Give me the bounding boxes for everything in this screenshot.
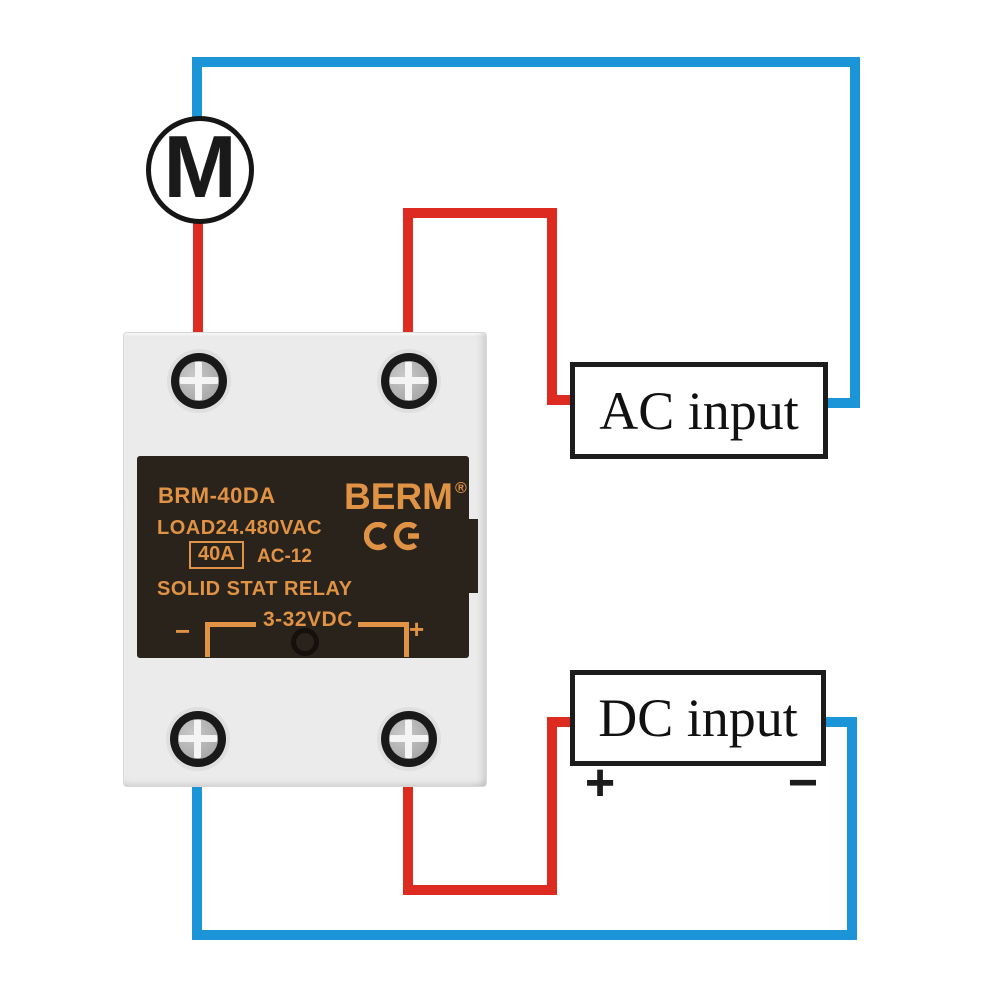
ac-input-box: AC input xyxy=(570,362,828,459)
screw-terminal-top-right-icon xyxy=(381,353,437,409)
wire-blue-ac-entry xyxy=(824,398,860,408)
brand-name: BERM xyxy=(344,476,453,517)
utilization-code: AC-12 xyxy=(257,546,312,567)
registered-trademark-icon: ® xyxy=(454,480,467,497)
screw-terminal-bottom-left-icon xyxy=(170,711,226,767)
wire-red-dc-entry xyxy=(547,717,577,727)
label-plate-side-tab xyxy=(468,519,478,593)
ce-mark-icon xyxy=(364,522,419,551)
screw-head-icon xyxy=(389,361,429,401)
wire-blue-bottom-horizontal xyxy=(192,930,857,940)
screw-terminal-top-left-icon xyxy=(171,353,227,409)
wire-red-top-horizontal xyxy=(403,208,557,218)
dc-positive-sign: + xyxy=(584,754,616,812)
control-terminal-bracket-right-icon xyxy=(358,622,409,657)
label-plate-left-notch xyxy=(124,497,137,526)
control-plus-sign: + xyxy=(409,614,425,644)
wire-red-relay-bottom-vertical xyxy=(403,787,413,890)
wire-blue-right-vertical xyxy=(850,57,860,408)
wire-blue-dc-right-vertical xyxy=(847,717,857,940)
relay-model-number: BRM-40DA xyxy=(158,483,276,508)
relay-label-plate: BRM-40DA BERM® LOAD24.480VAC 40A AC-12 S… xyxy=(137,456,469,658)
control-minus-sign: − xyxy=(175,616,191,646)
wire-red-motor-to-relay xyxy=(193,222,203,334)
wire-blue-relay-bottom xyxy=(192,787,202,940)
wire-blue-motor-top xyxy=(192,57,202,118)
wire-red-mid-vertical xyxy=(547,208,557,405)
product-name: SOLID STAT RELAY xyxy=(157,578,353,600)
wire-red-ac-entry xyxy=(547,395,577,405)
current-rating-badge: 40A xyxy=(189,541,244,569)
screw-head-icon xyxy=(178,719,218,759)
motor-symbol: M xyxy=(146,116,254,224)
control-terminal-bracket-left-icon xyxy=(205,622,256,657)
screw-terminal-bottom-right-icon xyxy=(381,711,437,767)
wire-blue-top-horizontal xyxy=(192,57,860,67)
dc-input-label: DC input xyxy=(598,688,798,748)
dc-negative-sign: − xyxy=(787,754,819,812)
motor-label: M xyxy=(163,117,237,216)
ac-input-label: AC input xyxy=(599,380,799,441)
wire-blue-dc-entry xyxy=(822,717,857,727)
load-rating: LOAD24.480VAC xyxy=(157,517,323,539)
wire-red-bottom-horizontal xyxy=(403,885,557,895)
brand-logo: BERM® xyxy=(344,476,467,517)
dc-input-box: DC input xyxy=(570,670,826,766)
control-voltage: 3-32VDC xyxy=(263,608,353,631)
screw-head-icon xyxy=(389,719,429,759)
wire-red-relay-top-vertical xyxy=(403,208,413,334)
relay-body: BRM-40DA BERM® LOAD24.480VAC 40A AC-12 S… xyxy=(123,332,487,787)
screw-head-icon xyxy=(179,361,219,401)
wire-red-dc-left-vertical xyxy=(547,717,557,895)
led-indicator-circle-icon xyxy=(291,628,319,656)
